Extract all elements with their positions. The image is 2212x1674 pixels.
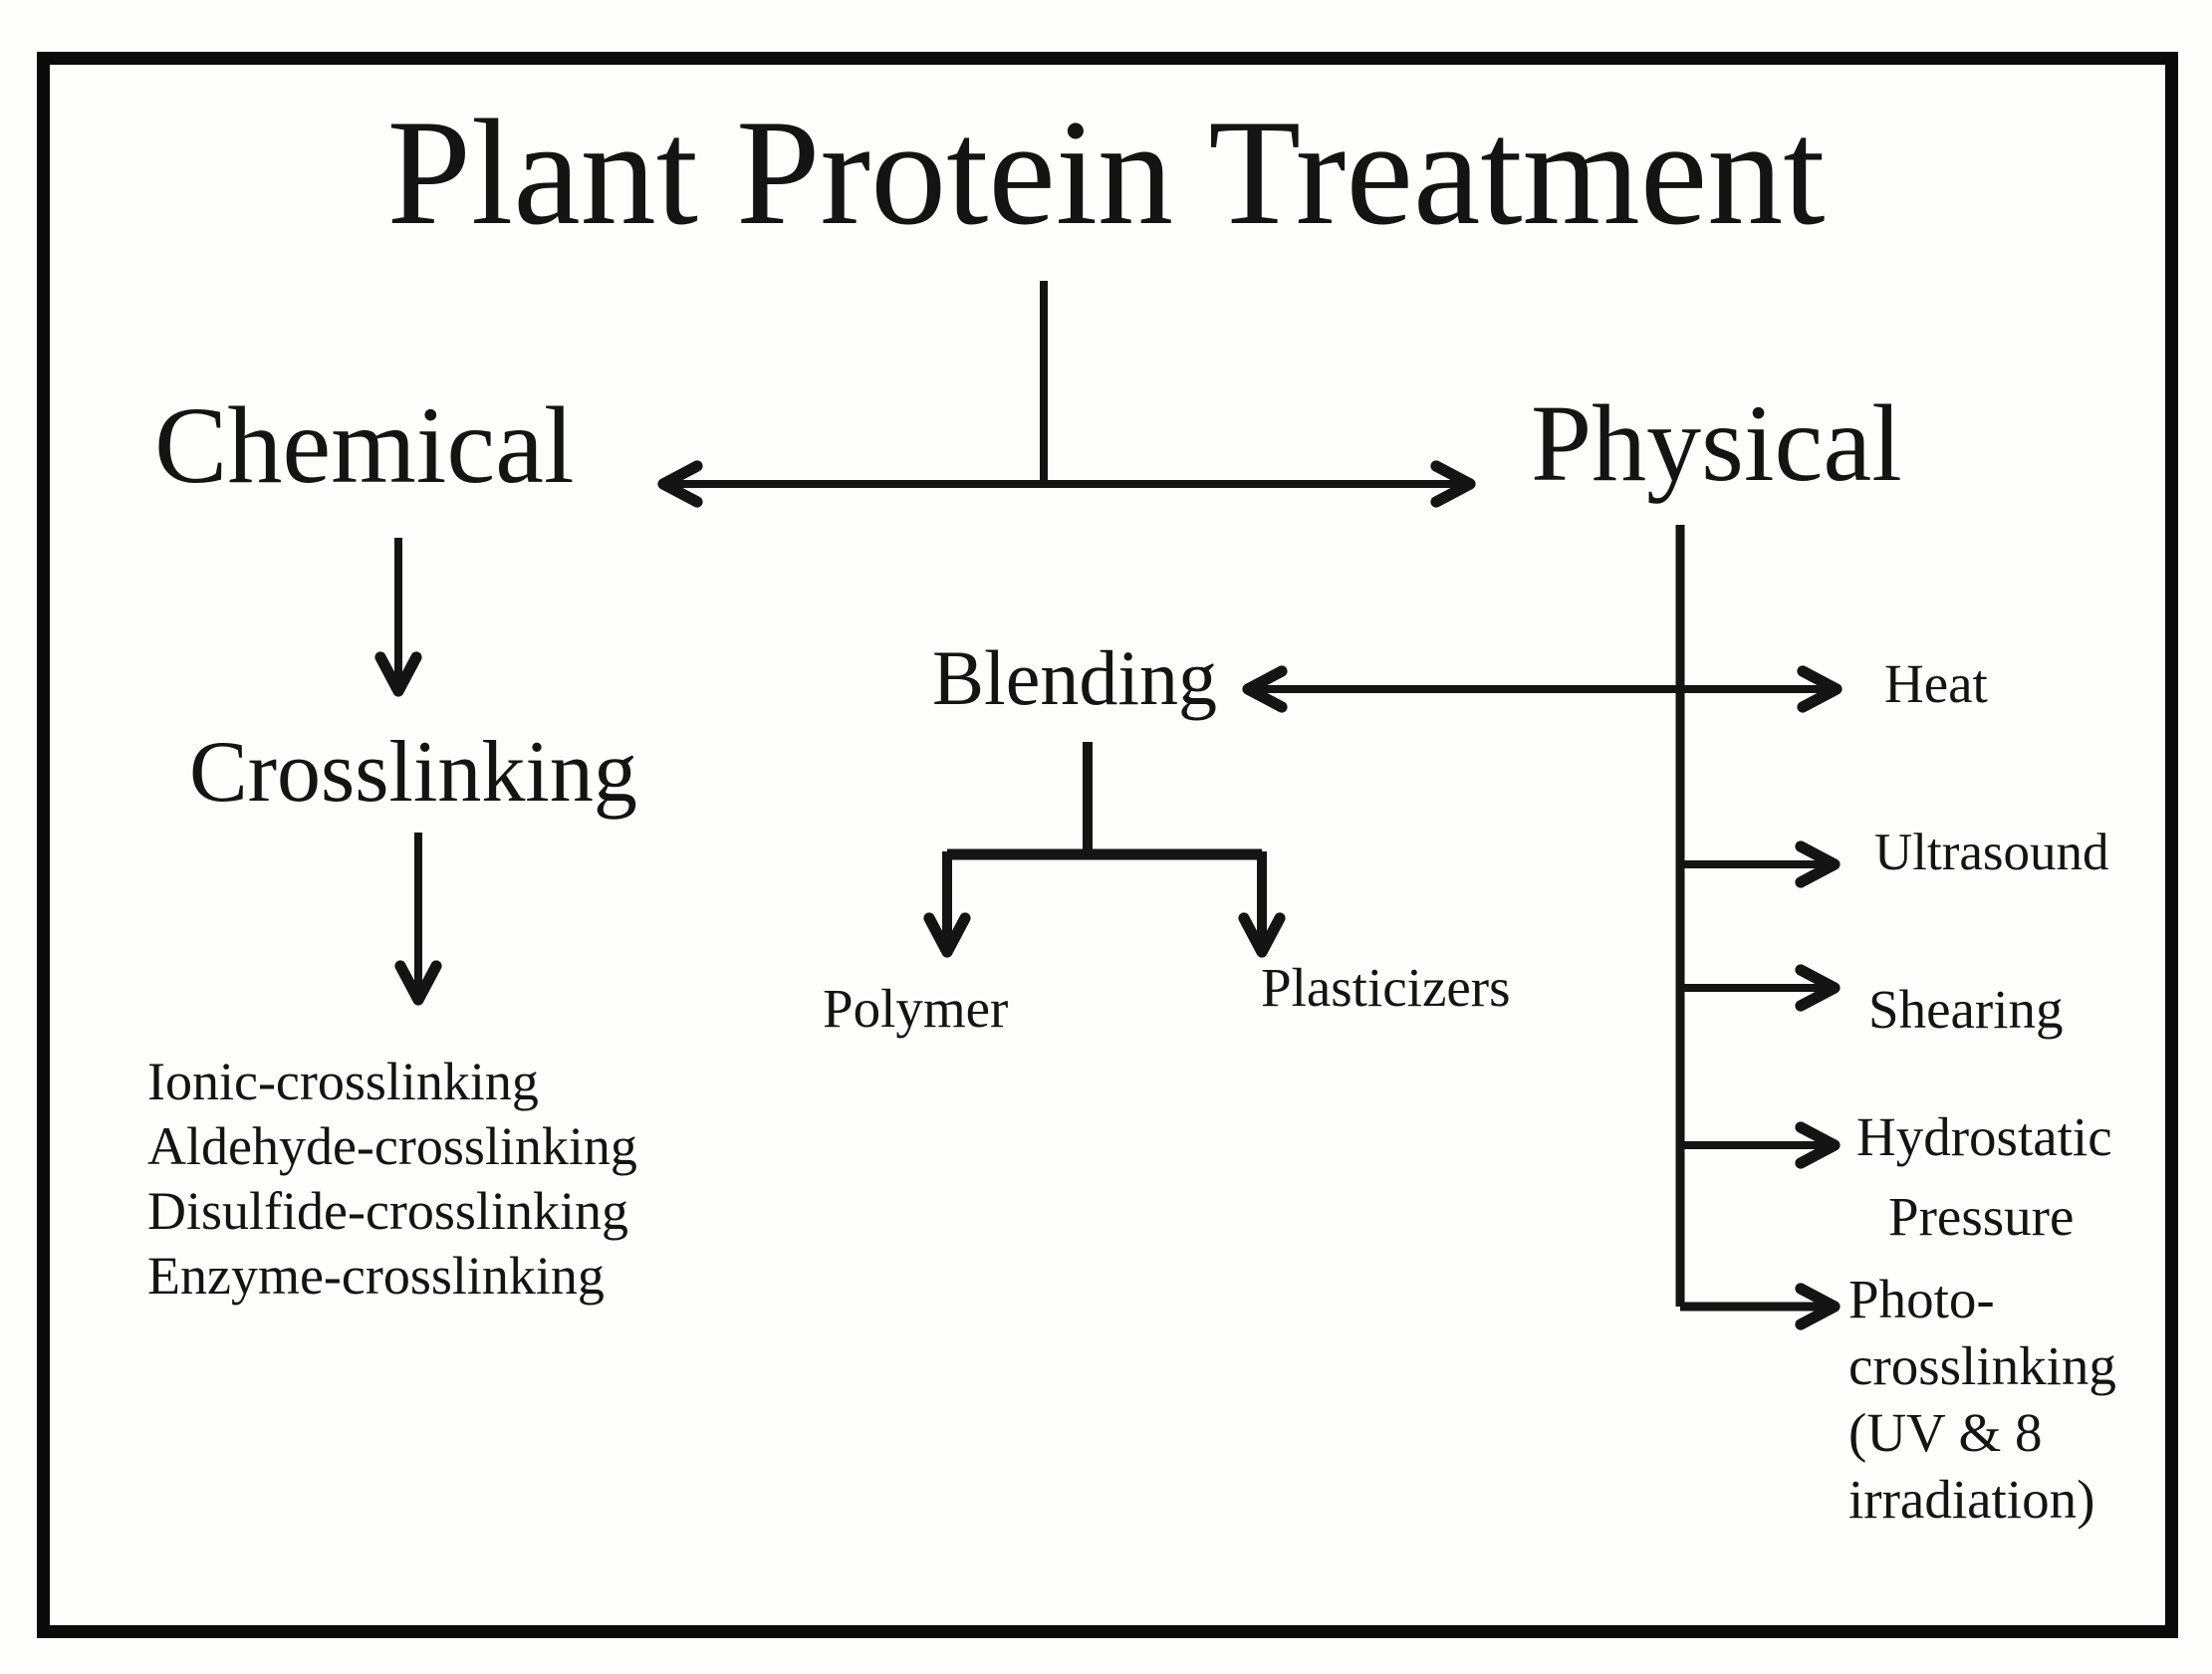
chemical-method-ionic: Ionic-crosslinking bbox=[147, 1052, 539, 1111]
photo-line1: Photo- bbox=[1848, 1269, 1995, 1329]
photo-line2: crosslinking bbox=[1848, 1335, 2116, 1396]
chemical-methods-list: Ionic-crosslinking Aldehyde-crosslinking… bbox=[147, 1050, 637, 1309]
physical-method-heat: Heat bbox=[1884, 653, 1988, 714]
crosslinking-label: Crosslinking bbox=[189, 724, 637, 821]
physical-method-photo-crosslinking: Photo- crosslinking (UV & 8 irradiation) bbox=[1848, 1266, 2116, 1533]
physical-method-shearing: Shearing bbox=[1868, 979, 2064, 1040]
hydrostatic-line2: Pressure bbox=[1888, 1186, 2075, 1247]
blending-component-plasticizers: Plasticizers bbox=[1261, 957, 1511, 1018]
hydrostatic-line1: Hydrostatic bbox=[1856, 1106, 2112, 1167]
chemical-branch-label: Chemical bbox=[154, 384, 575, 506]
photo-line4: irradiation) bbox=[1848, 1469, 2095, 1530]
physical-method-hydrostatic-pressure: Hydrostatic Pressure bbox=[1856, 1097, 2112, 1257]
diagram-title: Plant Protein Treatment bbox=[386, 89, 1826, 256]
chemical-method-disulfide: Disulfide-crosslinking bbox=[147, 1181, 628, 1241]
blending-component-polymer: Polymer bbox=[823, 978, 1009, 1039]
chemical-method-enzyme: Enzyme-crosslinking bbox=[147, 1246, 605, 1306]
physical-branch-label: Physical bbox=[1531, 382, 1902, 504]
chemical-method-aldehyde: Aldehyde-crosslinking bbox=[147, 1116, 637, 1176]
photo-line3: (UV & 8 bbox=[1848, 1402, 2043, 1463]
physical-method-ultrasound: Ultrasound bbox=[1874, 824, 2109, 881]
diagram-border-frame bbox=[37, 52, 2178, 1638]
blending-label: Blending bbox=[932, 634, 1217, 721]
